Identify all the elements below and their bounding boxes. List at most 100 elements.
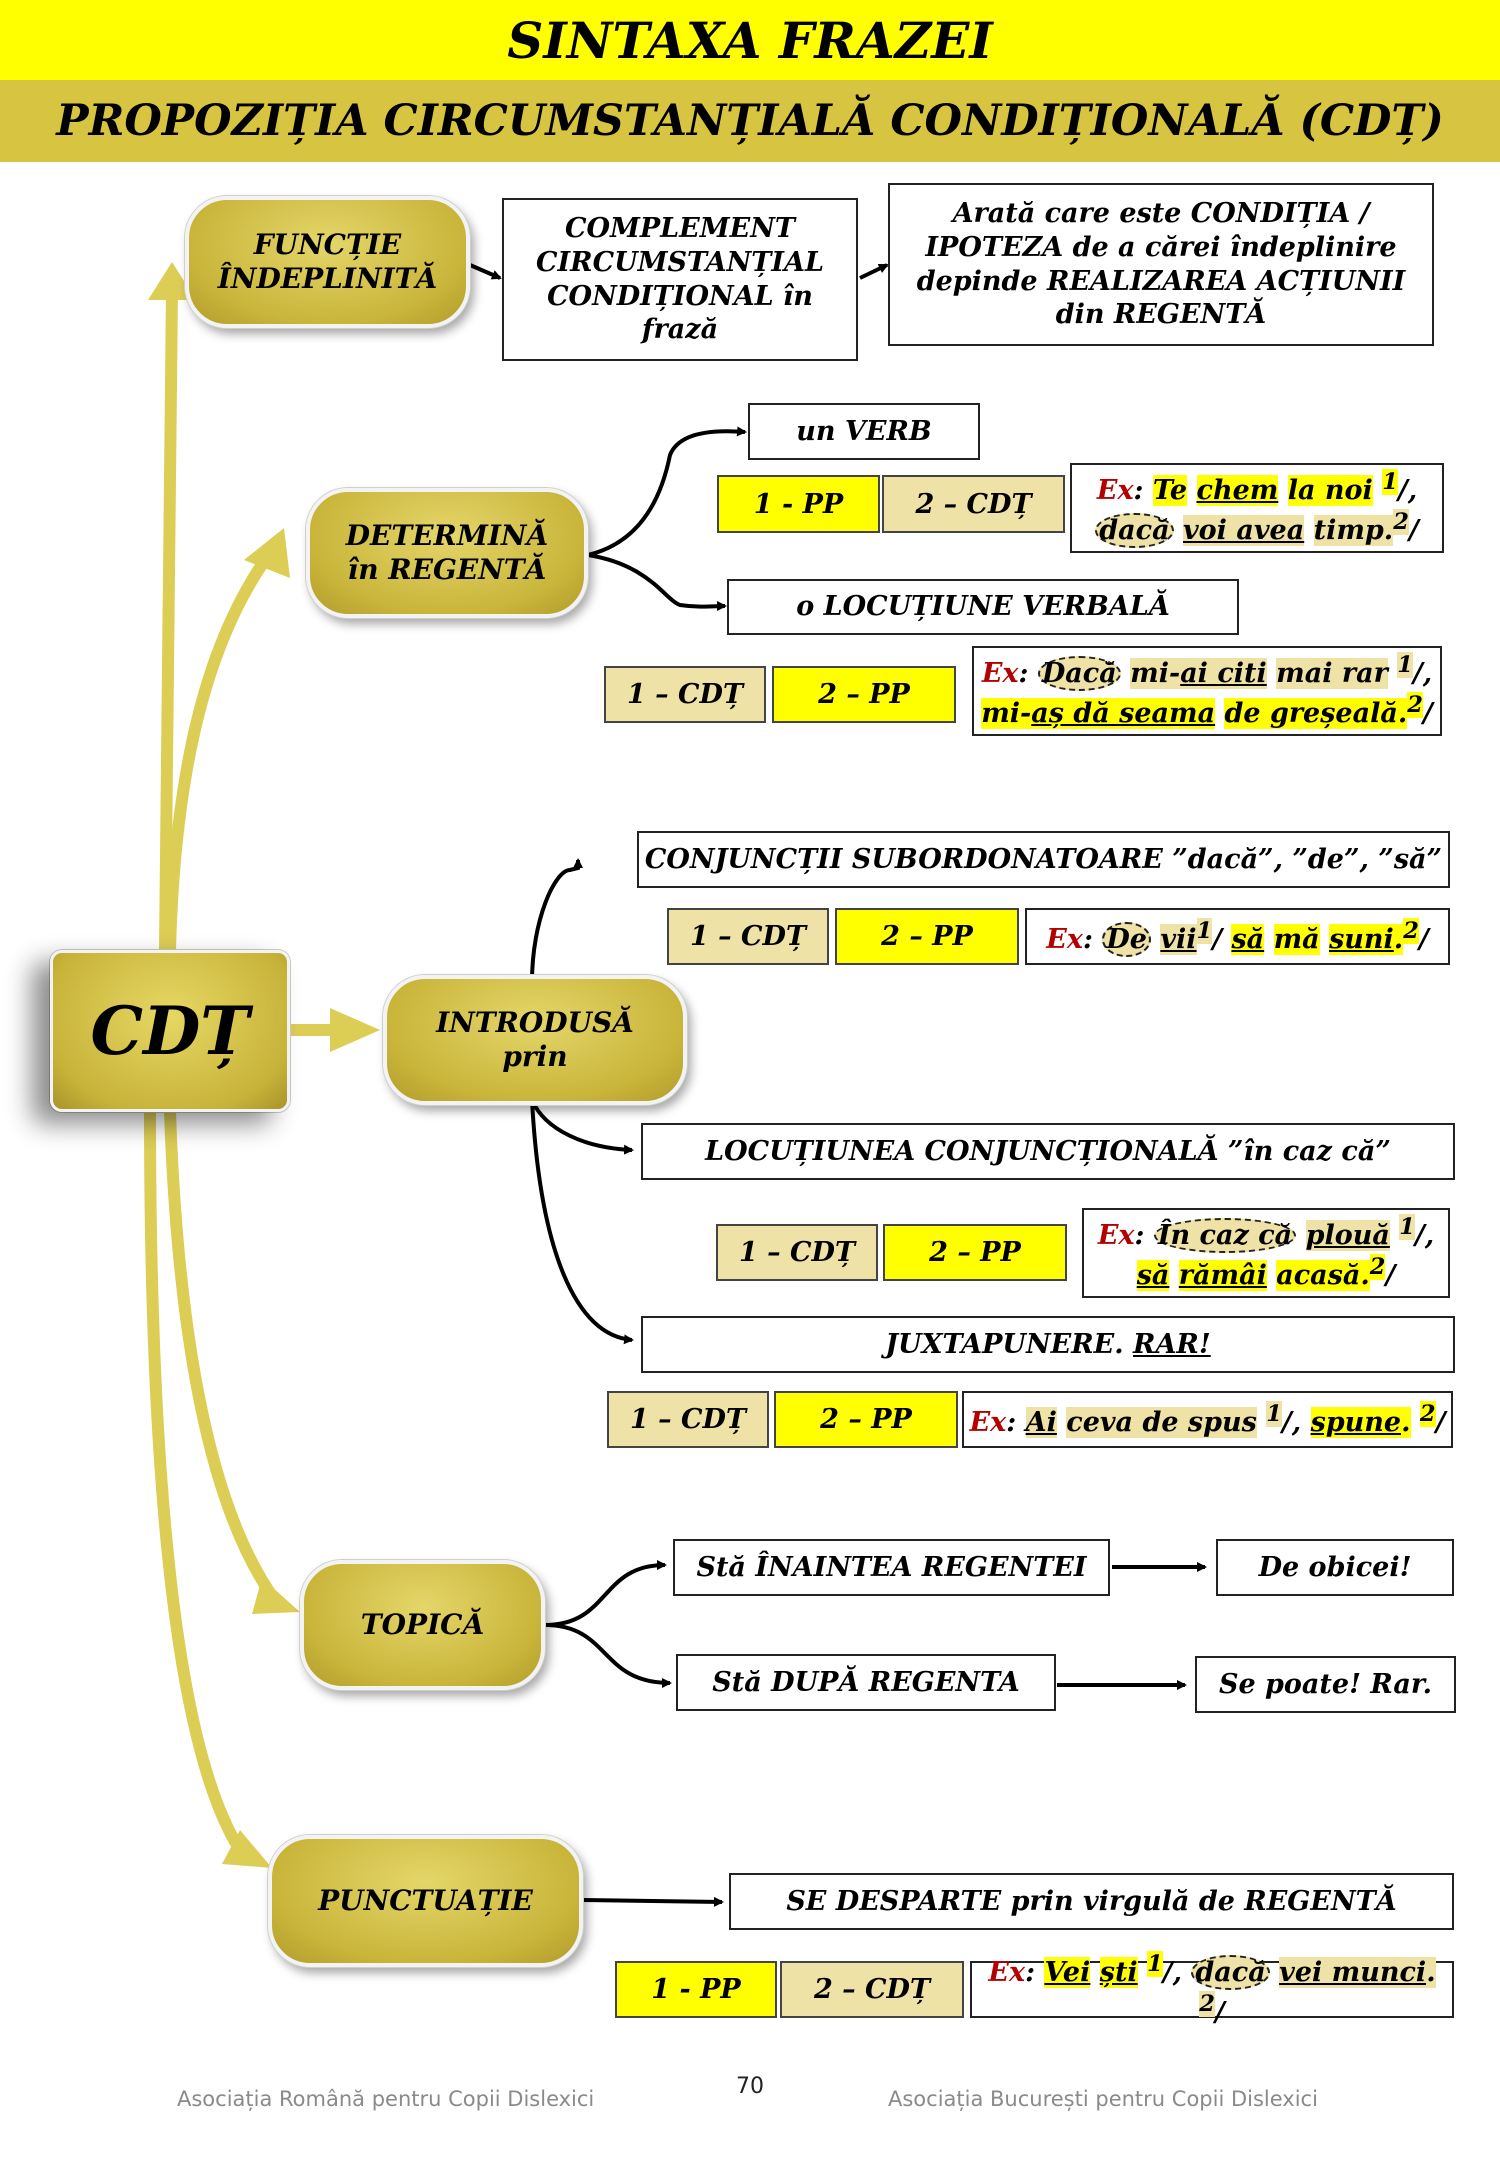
footer-left: Asociația Română pentru Copii Dislexici bbox=[177, 2087, 595, 2111]
arrow-functie-box1 bbox=[469, 263, 502, 280]
verb-tag-pp: 1 - PP bbox=[717, 475, 880, 533]
loc-example: Ex: Dacă mi-ai citi mai rar 1/, mi-aș dă… bbox=[972, 646, 1442, 736]
ex-predicate: spune bbox=[1310, 1406, 1402, 1438]
ex-sup: 1 bbox=[1196, 917, 1213, 944]
ex-label: Ex bbox=[1096, 475, 1134, 507]
ex-label: Ex bbox=[988, 1956, 1026, 1988]
loc-example-line2: mi-aș dă seama de greșeală.2/ bbox=[981, 691, 1433, 731]
ex-colon: : bbox=[1025, 1956, 1036, 1988]
ex-sup: 2 bbox=[1403, 917, 1419, 944]
node-introdusa: INTRODUSĂ prin bbox=[383, 975, 687, 1105]
functie-box-complement: COMPLEMENT CIRCUMSTANȚIAL CONDIȚIONAL în… bbox=[502, 198, 858, 361]
ex-sup: 1 bbox=[1147, 1950, 1163, 1977]
ex-colon: : bbox=[1134, 1220, 1145, 1252]
ex-word: timp. bbox=[1313, 515, 1394, 546]
ex-separator: / bbox=[1214, 1996, 1225, 2028]
arrowhead-punctuatie bbox=[222, 1830, 272, 1868]
arrow-to-determina bbox=[164, 554, 271, 956]
punct-tag-pp: 1 - PP bbox=[615, 1961, 777, 2018]
ex-predicate: chem bbox=[1196, 475, 1279, 507]
ex-sup: 2 bbox=[1369, 1254, 1386, 1280]
arrow-to-loc bbox=[587, 553, 727, 612]
locconj-tag-cdt: 1 – CDȚ bbox=[716, 1224, 878, 1281]
ex-conjunction: De bbox=[1102, 921, 1151, 957]
ex-sup: 1 bbox=[1266, 1400, 1282, 1427]
verb-example-line2: dacă voi avea timp.2/ bbox=[1095, 508, 1419, 548]
ex-word: mă bbox=[1273, 923, 1320, 955]
ex-sup: 2 bbox=[1419, 1400, 1436, 1427]
ex-conjunction: Dacă bbox=[1037, 656, 1121, 692]
punctuatie-rule-box: SE DESPARTE prin virgulă de REGENTĂ bbox=[729, 1873, 1454, 1930]
arrow-to-after bbox=[544, 1623, 672, 1688]
conj-example-line: Ex: De vii1/ să mă suni.2/ bbox=[1046, 917, 1429, 957]
ex-separator: / bbox=[1422, 698, 1433, 729]
ex-word: acasă. bbox=[1276, 1260, 1370, 1291]
functie-box-explanation: Arată care este CONDIȚIA / IPOTEZA de a … bbox=[888, 183, 1434, 346]
ex-label: Ex bbox=[1097, 1220, 1135, 1252]
ex-word: . bbox=[1401, 1406, 1411, 1438]
arrow-punct-rule bbox=[582, 1896, 724, 1907]
locconj-example-line1: Ex: În caz că plouă 1/, bbox=[1097, 1213, 1435, 1254]
node-determina: DETERMINĂ în REGENTĂ bbox=[306, 488, 588, 618]
loc-tag-cdt: 1 – CDȚ bbox=[604, 666, 766, 723]
ex-separator: / bbox=[1435, 1406, 1446, 1438]
arrow-to-locconj bbox=[530, 1099, 634, 1155]
ex-word: mi- bbox=[981, 698, 1032, 729]
juxtapunere-rar: RAR! bbox=[1133, 1328, 1211, 1360]
conj-tag-pp: 2 – PP bbox=[835, 908, 1019, 965]
conj-tag-cdt: 1 – CDȚ bbox=[667, 908, 829, 965]
ex-colon: : bbox=[1006, 1406, 1017, 1438]
ex-colon: : bbox=[1018, 658, 1029, 690]
arrow-to-juxt bbox=[530, 1099, 634, 1345]
ex-word: mai rar bbox=[1276, 658, 1388, 690]
page-number: 70 bbox=[736, 2074, 764, 2099]
juxt-tag-cdt: 1 – CDȚ bbox=[607, 1391, 769, 1448]
arrow-to-functie bbox=[159, 284, 178, 956]
page-title: SINTAXA FRAZEI bbox=[507, 10, 993, 70]
ex-predicate: suni bbox=[1329, 923, 1394, 955]
arrow-to-topica bbox=[164, 1106, 281, 1606]
ex-separator: /, bbox=[1281, 1406, 1302, 1438]
arrowhead-topica bbox=[252, 1578, 300, 1614]
juxt-tag-pp: 2 – PP bbox=[774, 1391, 958, 1448]
ex-sup: 2 bbox=[1199, 1990, 1215, 2017]
ex-separator: / bbox=[1408, 515, 1419, 546]
node-topica: TOPICĂ bbox=[300, 1560, 545, 1690]
ex-word: . bbox=[1393, 923, 1404, 955]
verb-example: Ex: Te chem la noi 1/, dacă voi avea tim… bbox=[1070, 463, 1444, 553]
ex-predicate: vii bbox=[1160, 923, 1197, 955]
loc-example-line1: Ex: Dacă mi-ai citi mai rar 1/, bbox=[981, 651, 1432, 692]
ex-sup: 2 bbox=[1407, 692, 1423, 718]
ex-word: de greșeală. bbox=[1224, 698, 1408, 729]
punct-tag-cdt: 2 – CDȚ bbox=[780, 1961, 964, 2018]
footer-right: Asociația București pentru Copii Dislexi… bbox=[888, 2087, 1318, 2111]
juxtapunere-label: JUXTAPUNERE. bbox=[885, 1328, 1124, 1360]
ex-word: . bbox=[1426, 1956, 1436, 1988]
arrow-to-conj bbox=[530, 858, 583, 983]
ex-label: Ex bbox=[1046, 923, 1083, 955]
arrowhead-determina bbox=[244, 528, 290, 578]
determina-locutiune-box: o LOCUȚIUNE VERBALĂ bbox=[727, 579, 1239, 635]
ex-predicate: Ai bbox=[1025, 1406, 1057, 1438]
title-bar: SINTAXA FRAZEI bbox=[0, 0, 1500, 80]
ex-word: mi- bbox=[1130, 658, 1181, 690]
node-punctuatie: PUNCTUAȚIE bbox=[268, 1835, 583, 1967]
loc-tag-pp: 2 – PP bbox=[772, 666, 956, 723]
punct-example: Ex: Vei ști 1/, dacă vei munci. 2/ bbox=[970, 1950, 1454, 2028]
ex-predicate: vei munci bbox=[1279, 1956, 1427, 1988]
juxt-example-line: Ex: Ai ceva de spus 1/, spune. 2/ bbox=[970, 1400, 1446, 1440]
ex-predicate: voi avea bbox=[1182, 515, 1305, 546]
arrow-box1-box2 bbox=[859, 263, 889, 280]
ex-separator: /, bbox=[1414, 1220, 1435, 1252]
topica-before-box: Stă ÎNAINTEA REGENTEI bbox=[673, 1539, 1110, 1596]
topica-after-note: Se poate! Rar. bbox=[1195, 1656, 1456, 1713]
ex-colon: : bbox=[1082, 923, 1093, 955]
ex-word: să bbox=[1136, 1260, 1170, 1291]
ex-separator: / bbox=[1385, 1260, 1396, 1291]
ex-label: Ex bbox=[981, 658, 1019, 690]
ex-conjunction: În caz că bbox=[1153, 1218, 1297, 1254]
ex-predicate: aș dă seama bbox=[1031, 698, 1216, 729]
ex-sup: 1 bbox=[1382, 469, 1398, 496]
ex-sup: 2 bbox=[1393, 509, 1409, 535]
